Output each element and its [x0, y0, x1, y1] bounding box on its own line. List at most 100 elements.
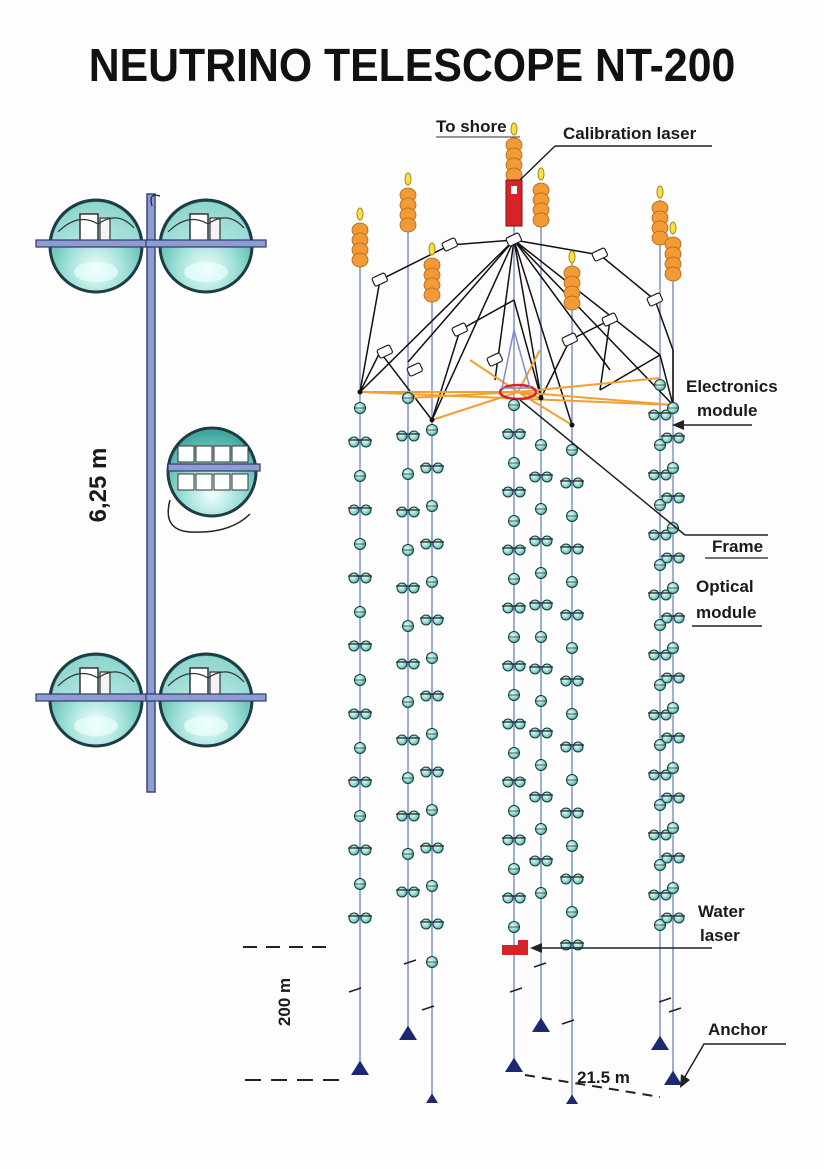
optical-module: [508, 515, 520, 527]
optical-module: [535, 759, 547, 771]
om-sphere: [420, 538, 432, 550]
om-sphere: [420, 614, 432, 626]
optical-module: [535, 631, 547, 643]
om-sphere: [648, 649, 660, 661]
om-sphere: [432, 538, 444, 550]
cable-break-mark: [403, 959, 417, 965]
optical-module-detail: [145, 198, 267, 294]
optical-modules-layer: [348, 379, 685, 1025]
optical-module: [560, 675, 584, 687]
optical-module: [354, 810, 366, 822]
om-sphere: [572, 675, 584, 687]
frame-electronics-box: [561, 332, 578, 347]
frame-rim: [359, 279, 381, 393]
cable-break-mark: [348, 987, 362, 993]
om-sphere: [529, 535, 541, 547]
module-pair-bottom: [35, 652, 267, 748]
optical-module: [529, 727, 553, 739]
om-sphere: [348, 912, 360, 924]
anchor-weight: [426, 1093, 438, 1103]
optical-module: [354, 878, 366, 890]
buoy-beacon: [510, 122, 518, 136]
water-laser: [502, 945, 528, 955]
pmt-photocathode: [74, 262, 118, 282]
om-sphere: [529, 727, 541, 739]
electronics-board: [231, 473, 249, 491]
om-sphere: [432, 918, 444, 930]
optical-module: [502, 718, 526, 730]
frame-node: [538, 395, 544, 401]
optical-module: [560, 741, 584, 753]
optical-module: [529, 855, 553, 867]
optical-module: [426, 728, 438, 740]
central-pole: [146, 193, 156, 793]
om-sphere: [661, 732, 673, 744]
electronics-cable: [167, 499, 251, 533]
frame-brace: [513, 299, 542, 399]
om-sphere: [396, 810, 408, 822]
om-sphere: [661, 612, 673, 624]
optical-module: [566, 510, 578, 522]
anchor-weight: [532, 1017, 550, 1032]
om-sphere: [408, 430, 420, 442]
om-sphere: [408, 506, 420, 518]
om-sphere: [360, 504, 372, 516]
om-sphere: [541, 471, 553, 483]
om-sphere: [648, 469, 660, 481]
om-sphere: [541, 663, 553, 675]
optical-module: [661, 612, 685, 624]
frame-structure: [357, 232, 676, 428]
optical-module: [667, 522, 679, 534]
buoy-beacon: [568, 250, 576, 264]
optical-module: [654, 799, 666, 811]
om-sphere: [514, 486, 526, 498]
anchor-weight: [399, 1025, 417, 1040]
om-sphere: [502, 660, 514, 672]
optical-module: [566, 708, 578, 720]
optical-module: [508, 689, 520, 701]
frame-brace: [659, 354, 674, 406]
frame-electronics-box: [486, 352, 503, 367]
electronics-glass-sphere: [166, 426, 258, 518]
mount-bracket: [145, 239, 267, 248]
optical-module: [560, 609, 584, 621]
om-sphere: [661, 852, 673, 864]
optical-module: [648, 829, 672, 841]
frame-strut: [513, 239, 674, 406]
optical-module: [502, 602, 526, 614]
anchor-weight: [351, 1060, 369, 1075]
om-sphere: [432, 766, 444, 778]
optical-module: [348, 572, 372, 584]
optical-module: [502, 544, 526, 556]
optical-module: [502, 834, 526, 846]
optical-module: [648, 469, 672, 481]
om-sphere: [514, 660, 526, 672]
om-sphere: [432, 462, 444, 474]
om-sphere: [420, 918, 432, 930]
label-to-shore: To shore: [436, 117, 507, 136]
om-sphere: [360, 640, 372, 652]
optical-module-detail: [35, 652, 157, 748]
om-sphere: [396, 658, 408, 670]
om-sphere: [560, 741, 572, 753]
om-sphere: [529, 855, 541, 867]
optical-module: [426, 956, 438, 968]
optical-module: [566, 642, 578, 654]
optical-module-detail: [35, 198, 157, 294]
optical-module: [661, 852, 685, 864]
om-sphere: [408, 810, 420, 822]
om-sphere: [360, 912, 372, 924]
om-sphere: [572, 873, 584, 885]
optical-module: [654, 439, 666, 451]
om-sphere: [673, 492, 685, 504]
detail-view: 6,25 m: [35, 193, 267, 793]
om-sphere: [420, 462, 432, 474]
frame-brace: [359, 351, 381, 393]
optical-module: [402, 392, 414, 404]
optical-module: [529, 663, 553, 675]
optical-module: [396, 658, 420, 670]
optical-module: [654, 559, 666, 571]
optical-module: [502, 486, 526, 498]
buoy-float: [423, 287, 441, 303]
optical-module: [661, 732, 685, 744]
